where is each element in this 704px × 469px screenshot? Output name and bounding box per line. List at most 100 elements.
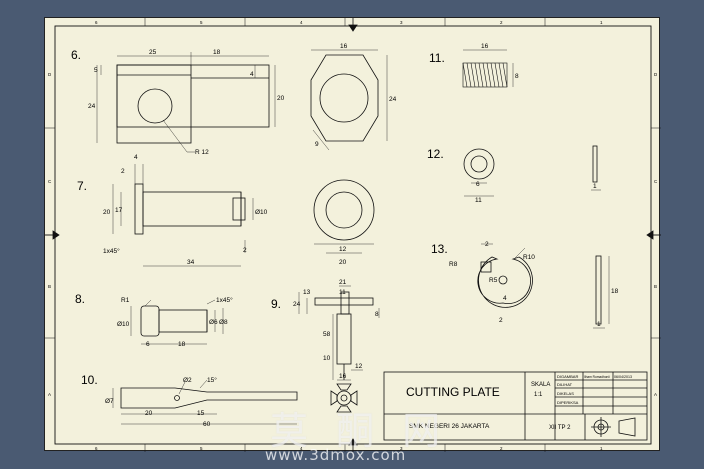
zone-top-4: 3 bbox=[400, 20, 403, 25]
zone-right-c: C bbox=[654, 179, 658, 184]
part-9 bbox=[298, 285, 380, 413]
p9-dim-left2: 24 bbox=[293, 301, 301, 308]
p10-dim-angle: 15° bbox=[207, 376, 217, 384]
part-6-label: 6. bbox=[71, 48, 81, 62]
p7-dim-small2: 2 bbox=[121, 168, 125, 175]
part-7 bbox=[112, 164, 375, 267]
title-block bbox=[383, 371, 648, 441]
part-12 bbox=[463, 145, 601, 197]
zone-bot-3: 4 bbox=[300, 446, 303, 451]
p13-dim-side2: 1 bbox=[597, 321, 601, 328]
p9-dim-mid: 58 bbox=[323, 331, 331, 338]
p6-dim-top2: 18 bbox=[213, 49, 221, 56]
p7-dim-chamfer: 1x45° bbox=[103, 247, 120, 255]
title-block-row-approved: DIPERIKSA bbox=[557, 400, 579, 405]
part-10-label: 10. bbox=[81, 373, 98, 387]
p8-dim-chamfer: 1x45° bbox=[216, 296, 233, 304]
p12-dim-mid: 6 bbox=[476, 181, 480, 188]
p6-dim-left-top: 5 bbox=[94, 67, 98, 74]
p13-dim-r5: R5 bbox=[489, 277, 498, 284]
p7-dim-left-outer: 20 bbox=[103, 209, 111, 216]
zone-top-6: 1 bbox=[600, 20, 603, 25]
p10-dim-hole: Ø2 bbox=[183, 377, 192, 384]
p9-dim-low2: 12 bbox=[355, 363, 363, 370]
p9-dim-right: 8 bbox=[375, 311, 379, 318]
zone-left-c: C bbox=[48, 179, 52, 184]
title-block-date: 06/04/2013 bbox=[614, 375, 632, 379]
p10-dim-bot2: 15 bbox=[197, 410, 205, 417]
p13-dim-r8: R8 bbox=[449, 261, 458, 268]
p6-dim-left: 24 bbox=[88, 103, 96, 110]
p7-dim-left-inner: 17 bbox=[115, 207, 123, 214]
part-11 bbox=[462, 49, 514, 88]
p6-dim-hex-angle: 9 bbox=[315, 141, 319, 148]
zone-left-a: A bbox=[48, 392, 51, 397]
p8-dim-right1: Ø6 bbox=[209, 319, 218, 326]
p7-dim-washer-mid: 12 bbox=[339, 246, 347, 253]
p6-dim-radius: R 12 bbox=[195, 149, 209, 156]
title-block-title: CUTTING PLATE bbox=[406, 385, 500, 399]
title-block-row-drawn: DIGAMBAR bbox=[557, 374, 578, 379]
title-block-scale-value: 1:1 bbox=[534, 392, 543, 398]
part-10 bbox=[112, 379, 298, 425]
p9-dim-left1: 13 bbox=[303, 289, 311, 296]
p6-dim-right: 20 bbox=[277, 95, 285, 102]
centering-marks bbox=[45, 18, 661, 452]
zone-bot-1: 6 bbox=[95, 446, 98, 451]
p7-dim-small-top: 4 bbox=[134, 154, 138, 161]
zone-top-3: 4 bbox=[300, 20, 303, 25]
p8-dim-right2: Ø8 bbox=[219, 319, 228, 326]
part-9-label: 9. bbox=[271, 297, 281, 311]
p13-dim-side: 18 bbox=[611, 288, 619, 295]
p7-dim-bottom: 34 bbox=[187, 259, 195, 266]
zone-bot-5: 2 bbox=[500, 446, 503, 451]
p9-dim-top2: 11 bbox=[339, 289, 346, 296]
zone-right-d: D bbox=[654, 72, 658, 77]
p10-dim-left: Ø7 bbox=[105, 398, 114, 405]
title-block-row-class: DIKELAS bbox=[557, 391, 574, 396]
p12-dim-side: 1 bbox=[593, 183, 597, 190]
zone-right-b: B bbox=[654, 284, 657, 289]
technical-drawing: 6 5 4 3 2 1 6 5 4 3 2 1 D C B A D C B A bbox=[45, 18, 661, 452]
zone-bot-6: 1 bbox=[600, 446, 603, 451]
p7-dim-washer-bot: 20 bbox=[339, 259, 347, 266]
p10-dim-bot1: 20 bbox=[145, 410, 153, 417]
title-block-scale-label: SKALA bbox=[531, 382, 550, 388]
part-11-label: 11. bbox=[429, 51, 445, 65]
zone-left-b: B bbox=[48, 284, 51, 289]
part-8-label: 8. bbox=[75, 292, 85, 306]
p13-dim-r10: R10 bbox=[523, 254, 535, 261]
drawing-sheet: 6 5 4 3 2 1 6 5 4 3 2 1 D C B A D C B A bbox=[44, 17, 661, 452]
p8-dim-left: Ø10 bbox=[117, 321, 130, 328]
p9-dim-bot: 16 bbox=[339, 373, 347, 380]
part-8 bbox=[130, 299, 224, 345]
zone-right-a: A bbox=[654, 392, 657, 397]
part-6 bbox=[96, 49, 388, 153]
zone-top-5: 2 bbox=[500, 20, 503, 25]
p9-dim-top1: 21 bbox=[339, 279, 347, 286]
part-7-label: 7. bbox=[77, 179, 87, 193]
p6-dim-hex-top: 16 bbox=[340, 43, 348, 50]
p6-dim-right-top: 4 bbox=[250, 71, 254, 78]
zone-top-2: 5 bbox=[200, 20, 203, 25]
zone-bot-2: 5 bbox=[200, 446, 203, 451]
zone-left-d: D bbox=[48, 72, 52, 77]
title-block-name: Ilham Romadhonii bbox=[584, 375, 610, 379]
p10-dim-bot3: 60 bbox=[203, 421, 211, 428]
p13-dim-top: 2 bbox=[485, 241, 489, 248]
title-block-class: XII TP 2 bbox=[549, 425, 571, 431]
p6-dim-hex-right: 24 bbox=[389, 96, 397, 103]
title-block-row-checked: DILIHAT bbox=[557, 382, 573, 387]
p9-dim-low1: 10 bbox=[323, 355, 331, 362]
p11-dim-right: 8 bbox=[515, 73, 519, 80]
p11-dim-top: 16 bbox=[481, 43, 489, 50]
title-block-school: SMK NEGERI 26 JAKARTA bbox=[409, 423, 490, 430]
p7-dim-right2: 2 bbox=[243, 247, 247, 254]
part-13-label: 13. bbox=[431, 242, 448, 256]
p7-dim-right: Ø10 bbox=[255, 209, 268, 216]
p8-dim-bot2: 18 bbox=[178, 341, 186, 348]
zone-bot-4: 3 bbox=[400, 446, 403, 451]
p8-dim-bot1: 6 bbox=[146, 341, 150, 348]
part-12-label: 12. bbox=[427, 147, 444, 161]
